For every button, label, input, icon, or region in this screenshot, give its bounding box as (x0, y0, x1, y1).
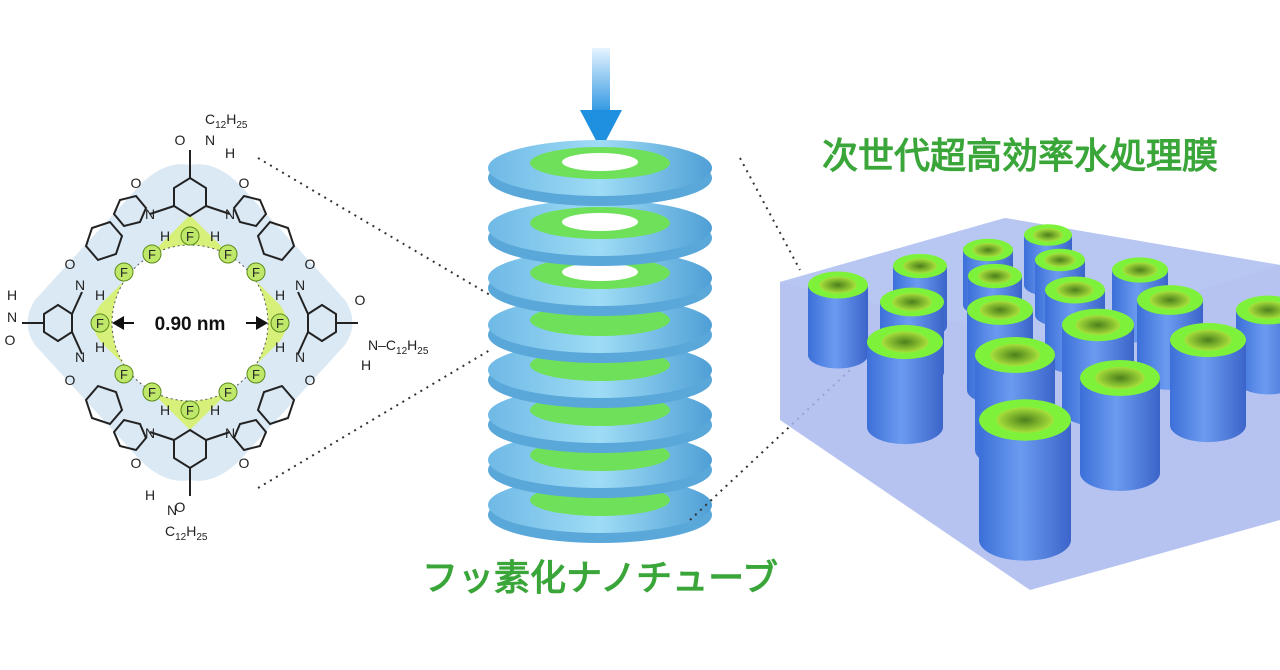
svg-text:F: F (96, 316, 104, 331)
svg-text:F: F (224, 385, 232, 400)
nitrogen-label: N (167, 502, 177, 518)
nitrogen-label: N (145, 425, 155, 441)
nitrogen-label: N (145, 206, 155, 222)
nitrogen-label: N (75, 277, 85, 293)
oxygen-label: O (305, 372, 316, 388)
oxygen-label: O (305, 256, 316, 272)
hydrogen-label: H (225, 145, 235, 161)
nitrogen-label: N (205, 132, 215, 148)
oxygen-label: O (65, 256, 76, 272)
nitrogen-label: N (75, 349, 85, 365)
oxygen-label: O (65, 372, 76, 388)
heteroatom-labels: N N N N N N N N H H H H H H H H O O O O … (5, 132, 372, 518)
nitrogen-label: N (295, 277, 305, 293)
oxygen-label: O (175, 499, 186, 515)
benzene-ring-br (256, 384, 296, 426)
fluorine-tr: F (246, 262, 266, 282)
fluorine-bl: F (114, 364, 134, 384)
benzene-ring-br2 (232, 418, 268, 452)
membrane-nanotube (867, 324, 943, 445)
membrane-nanotube (979, 399, 1071, 561)
fluorine-tr2: F (218, 244, 238, 264)
svg-text:F: F (186, 403, 194, 418)
alkyl-chain-right: N–C12H25 (368, 337, 429, 357)
benzene-rings (43, 176, 337, 470)
pore-size-indicator: 0.90 nm (112, 312, 268, 335)
benzene-ring-tr2 (232, 194, 268, 228)
svg-text:F: F (252, 367, 260, 382)
svg-text:F: F (252, 265, 260, 280)
hydrogen-label: H (160, 402, 170, 418)
hydrogen-label: H (7, 287, 17, 303)
membrane-label: 次世代超高効率水処理膜 (822, 136, 1218, 177)
oxygen-label: O (131, 175, 142, 191)
benzene-ring-tl2 (112, 194, 148, 228)
oxygen-label: O (239, 175, 250, 191)
fluorine-bl2: F (142, 382, 162, 402)
fluorine-right: F (270, 313, 290, 333)
hydrogen-label: H (210, 228, 220, 244)
svg-text:F: F (120, 367, 128, 382)
membrane-nanotube (1080, 360, 1160, 491)
nanotube-stack (488, 48, 712, 543)
nitrogen-label: N (225, 425, 235, 441)
membrane-nanotube (1236, 295, 1280, 395)
hydrogen-label: H (95, 339, 105, 355)
nitrogen-label: N (7, 309, 17, 325)
disc (488, 250, 712, 316)
hydrogen-label: H (95, 287, 105, 303)
svg-text:F: F (276, 316, 284, 331)
fluorine-left: F (90, 313, 110, 333)
water-flow-arrow (580, 48, 622, 150)
svg-text:F: F (148, 385, 156, 400)
membrane-nanotube (1170, 322, 1246, 443)
hydrogen-label: H (361, 357, 371, 373)
svg-text:F: F (120, 265, 128, 280)
svg-text:F: F (148, 247, 156, 262)
hydrogen-label: H (160, 228, 170, 244)
nitrogen-label: N (225, 206, 235, 222)
macrocycle-structure: F F F F F F F F F F F F N N N N N N N N … (5, 111, 429, 543)
connector-lines-left (257, 157, 491, 489)
nanotube-label: フッ素化ナノチューブ (422, 557, 778, 599)
oxygen-label: O (5, 332, 16, 348)
nitrogen-label: N (295, 349, 305, 365)
fluorine-bottom: F (180, 400, 200, 420)
oxygen-label: O (239, 455, 250, 471)
oxygen-label: O (175, 132, 186, 148)
benzene-ring-tl (84, 220, 124, 262)
oxygen-label: O (355, 292, 366, 308)
benzene-ring-bl2 (112, 418, 148, 452)
fluorine-tl: F (114, 262, 134, 282)
fluorine-top: F (180, 226, 200, 246)
fluorine-br2: F (218, 382, 238, 402)
svg-text:F: F (186, 229, 194, 244)
bonds (22, 150, 358, 496)
benzene-ring-bl (84, 384, 124, 426)
hydrogen-label: H (275, 339, 285, 355)
membrane-nanotube (808, 271, 868, 369)
benzene-ring-tr (256, 220, 296, 262)
alkyl-chain-bottom: C12H25 (165, 523, 208, 543)
disc-stack (488, 140, 712, 543)
alkyl-chain-top: C12H25 (205, 111, 248, 131)
disc (488, 200, 712, 266)
fluorine-br: F (246, 364, 266, 384)
benzene-ring-top (173, 176, 207, 218)
fluorine-atoms: F F F F F F F F F F F F (90, 226, 290, 420)
fluorine-tl2: F (142, 244, 162, 264)
disc-top (488, 140, 712, 206)
nanotube-array (808, 224, 1280, 561)
hydrogen-label: H (145, 487, 155, 503)
oxygen-label: O (131, 455, 142, 471)
hydrogen-label: H (275, 287, 285, 303)
hydrogen-label: H (210, 402, 220, 418)
pore-size-label: 0.90 nm (155, 314, 226, 335)
svg-text:F: F (224, 247, 232, 262)
